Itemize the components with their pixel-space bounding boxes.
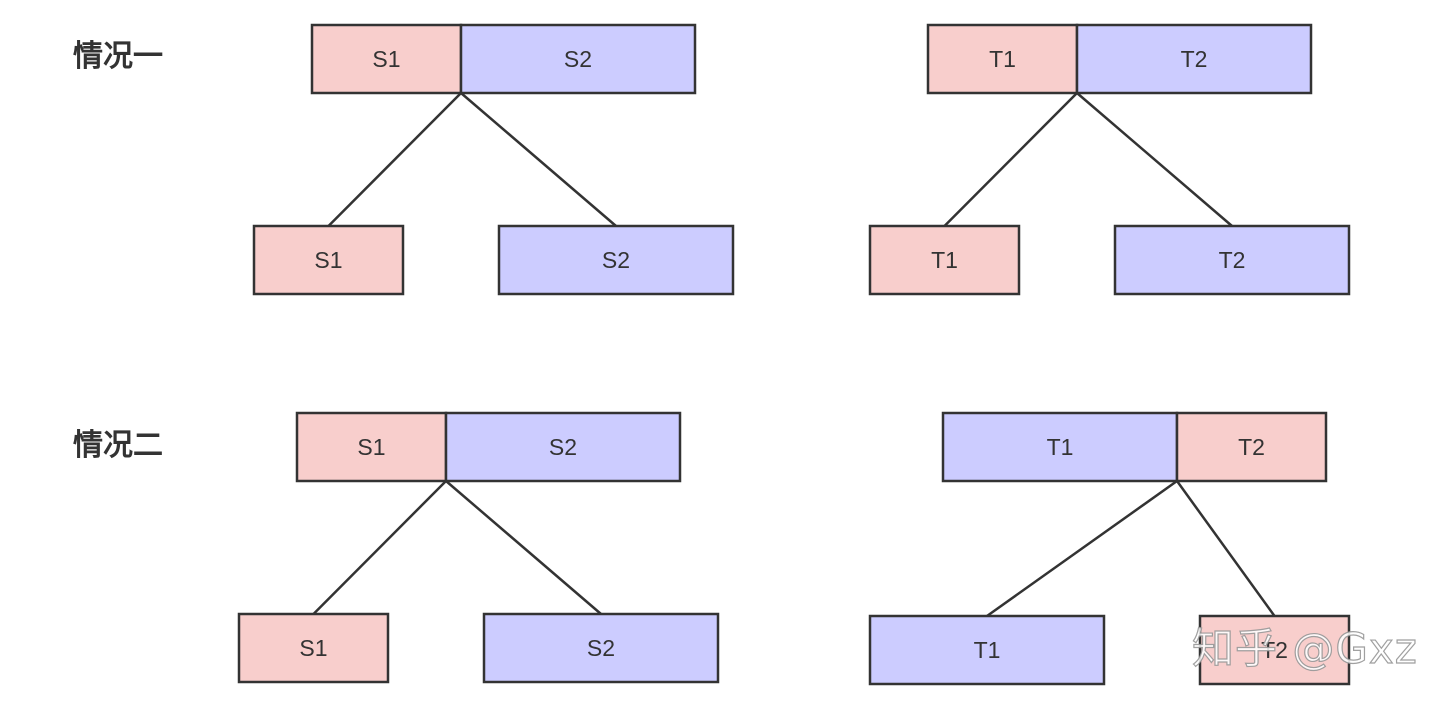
case-2-left-parent-segment-1-rect	[295, 411, 448, 483]
case-1-right-child-1-label: T1	[931, 247, 958, 273]
watermark: 知乎 @Gxz	[1191, 624, 1418, 673]
case-1-right-parent-segment-1-rect	[926, 23, 1079, 95]
case-2-left-child-2-label: S2	[587, 635, 615, 661]
case-2-left-parent-segment-2-rect	[444, 411, 682, 483]
case-1-right-child-2-rect	[1113, 224, 1351, 296]
case-1-left-parent-segment-2-rect	[459, 23, 697, 95]
case-1-left-edge-1	[327, 92, 462, 227]
case-2-right-child-2: T2	[1198, 614, 1351, 686]
case-1-left-child-2-rect	[497, 224, 735, 296]
case-1-left-child-1-label: S1	[314, 247, 342, 273]
case-1-right-child-2: T2	[1113, 224, 1351, 296]
case-2-left-child-1: S1	[237, 612, 390, 684]
case-2-right-parent-segment-2-label: T2	[1238, 434, 1265, 460]
case-2-right-child-1-label: T1	[974, 637, 1001, 663]
case-1-left-parent-segment-2: S2	[459, 23, 697, 95]
case-1-left-child-1: S1	[252, 224, 405, 296]
case-2-right-child-1-rect	[868, 614, 1106, 686]
case-2-right-child-1: T1	[868, 614, 1106, 686]
case-2-left-child-1-label: S1	[299, 635, 327, 661]
case-1-right-child-2-label: T2	[1219, 247, 1246, 273]
case-1-left-parent-segment-1: S1	[310, 23, 463, 95]
case-2-left-parent-segment-1-label: S1	[357, 434, 385, 460]
case-2-left-edge-1	[312, 480, 447, 615]
case-1-left-child-1-rect	[252, 224, 405, 296]
case-1-left-child-2-label: S2	[602, 247, 630, 273]
case-1-right-parent-segment-2-rect	[1075, 23, 1313, 95]
case-1-left-parent-segment-1-rect	[310, 23, 463, 95]
case-1-right-edge-2	[1076, 92, 1233, 227]
case-2-left-parent-segment-2: S2	[444, 411, 682, 483]
case-1-right-parent-segment-2-label: T2	[1181, 46, 1208, 72]
case-2-left-child-2: S2	[482, 612, 720, 684]
case-1-right-parent-segment-1: T1	[926, 23, 1079, 95]
case-2-left-child-2-rect	[482, 612, 720, 684]
case-2-left-child-1-rect	[237, 612, 390, 684]
case-1-left-parent-segment-1-label: S1	[372, 46, 400, 72]
case-2-right-child-2-rect	[1198, 614, 1351, 686]
case-1-right-parent-segment-1-label: T1	[989, 46, 1016, 72]
case-1-left-child-2: S2	[497, 224, 735, 296]
case-2-right-child-2-label: T2	[1261, 637, 1288, 663]
case-1-right-child-1: T1	[868, 224, 1021, 296]
case-2-right-parent-segment-1-rect	[941, 411, 1179, 483]
case-1-right-edge-1	[943, 92, 1078, 227]
case-2-right-parent-segment-1: T1	[941, 411, 1179, 483]
case-2-left-parent-segment-2-label: S2	[549, 434, 577, 460]
case-1-left-edge-2	[460, 92, 617, 227]
case-2-label: 情况二	[73, 428, 163, 463]
case-1-left-parent-segment-2-label: S2	[564, 46, 592, 72]
case-2-left-edge-2	[445, 480, 602, 615]
case-1-right-parent-segment-2: T2	[1075, 23, 1313, 95]
case-2-right-parent-segment-1-label: T1	[1047, 434, 1074, 460]
case-2-right-edge-1	[986, 479, 1178, 618]
case-1-right-child-1-rect	[868, 224, 1021, 296]
case-2-left-parent-segment-1: S1	[295, 411, 448, 483]
case-1-label: 情况一	[73, 39, 163, 74]
case-2-right-parent-segment-2: T2	[1175, 411, 1328, 483]
case-2-right-edge-2	[1175, 480, 1276, 617]
case-2-right-parent-segment-2-rect	[1175, 411, 1328, 483]
